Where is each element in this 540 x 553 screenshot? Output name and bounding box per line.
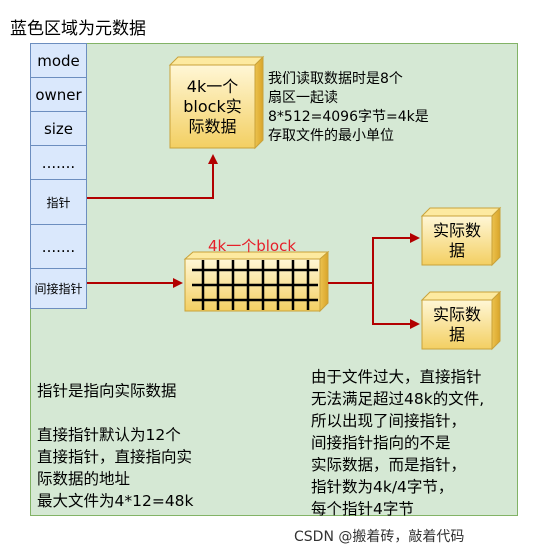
- read-note: 我们读取数据时是8个 扇区一起读 8*512=4096字节=4k是 存取文件的最…: [268, 71, 429, 144]
- page-title: 蓝色区域为元数据: [10, 19, 146, 39]
- inode-field-ellipsis-2: .......: [31, 225, 86, 269]
- inode-metadata-table: mode owner size ....... 指针 ....... 间接指针: [30, 43, 87, 309]
- actual-data-2-line-2: 据: [448, 324, 465, 344]
- pointer-grid: [192, 260, 318, 310]
- inode-field-indirect-pointer: 间接指针: [34, 282, 83, 296]
- pointer-to-data-arrow: [87, 154, 218, 199]
- inode-field-owner: owner: [31, 78, 86, 112]
- inode-field-mode: mode: [31, 44, 86, 78]
- inode-field-ellipsis-1: .......: [31, 146, 86, 180]
- indirect-note: 由于文件过大，直接指针 无法满足超过48k的文件, 所以出现了间接指针， 间接指…: [311, 368, 485, 518]
- inode-field-size: size: [31, 112, 86, 146]
- actual-data-1-label: 实际数 据: [422, 216, 492, 265]
- pointer-note: 指针是指向实际数据 直接指针默认为12个 直接指针，直接指向实 际数据的地址 最…: [37, 382, 194, 510]
- actual-data-cube-2: [420, 290, 502, 351]
- block-to-data-2-arrow: [372, 283, 420, 329]
- block-to-data-1-arrow: [328, 233, 420, 284]
- indirect-pointer-block: [183, 250, 330, 313]
- actual-data-cube-1: [420, 206, 502, 267]
- actual-data-2-line-1: 实际数: [432, 304, 481, 324]
- actual-data-1-line-1: 实际数: [432, 220, 481, 240]
- direct-data-block-label: 4k一个 block实 际数据: [170, 65, 255, 148]
- actual-data-1-line-2: 据: [448, 240, 465, 260]
- direct-data-block-cube: [168, 55, 265, 150]
- direct-data-block-line-3: 际数据: [188, 116, 237, 136]
- watermark: CSDN @搬着砖，敲着代码: [294, 529, 465, 545]
- actual-data-2-label: 实际数 据: [422, 300, 492, 349]
- direct-data-block-line-1: 4k一个: [186, 76, 239, 96]
- direct-data-block-line-2: block实: [183, 96, 242, 116]
- inode-field-pointer: 指针: [31, 180, 86, 225]
- indirect-block-label: 4k一个block: [208, 237, 297, 255]
